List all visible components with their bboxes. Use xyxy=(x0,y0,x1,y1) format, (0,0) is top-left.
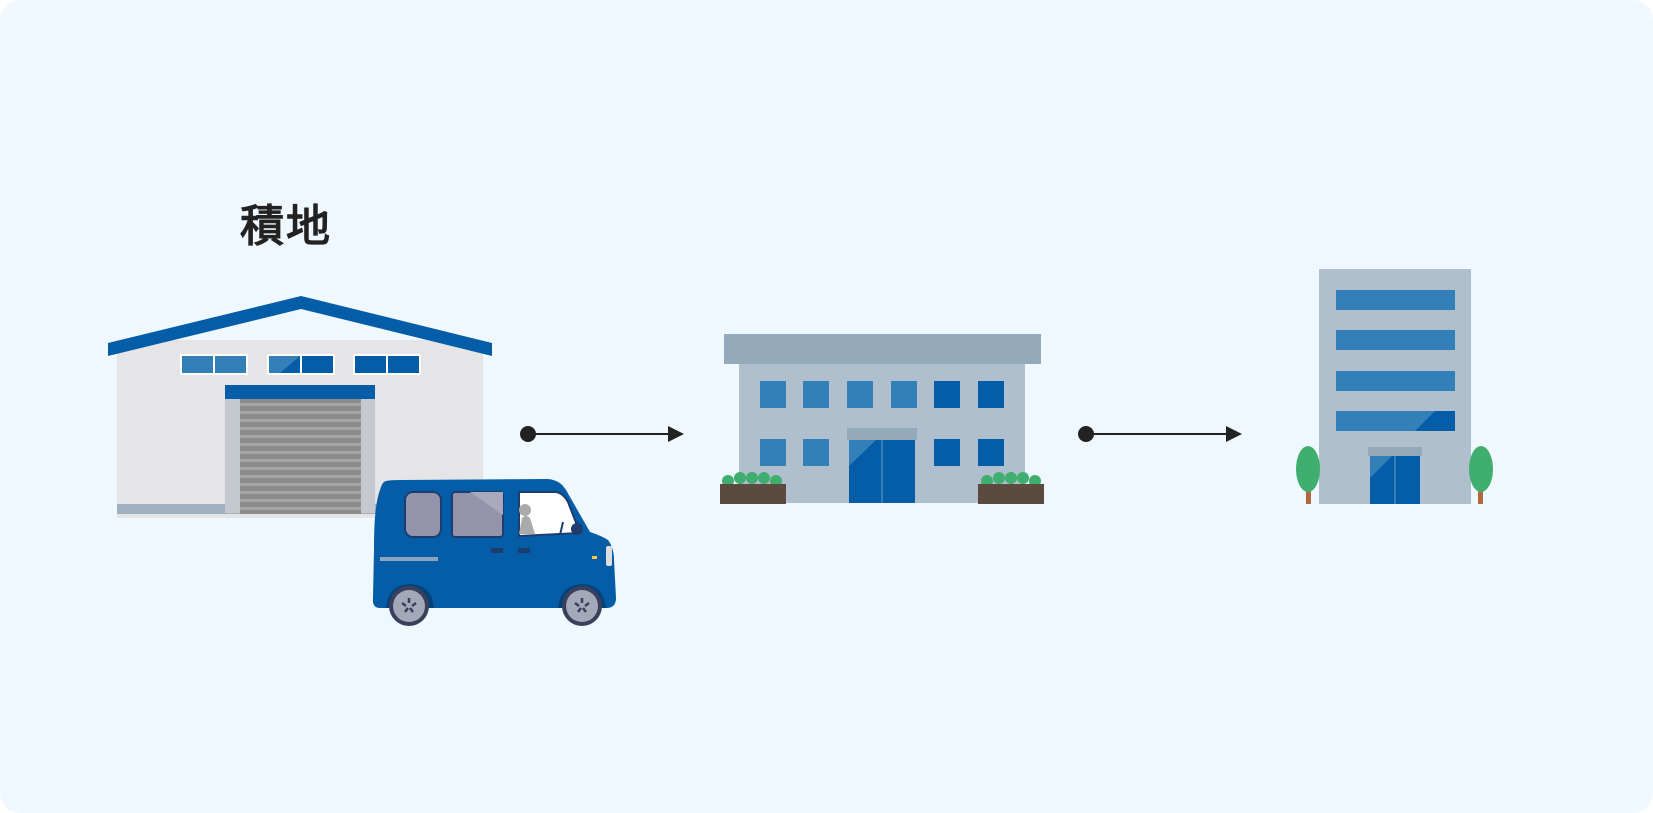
warehouse-shutter xyxy=(240,399,361,514)
office-building-icon xyxy=(720,334,1044,504)
warehouse-icon xyxy=(108,296,492,518)
origin-label: 積地 xyxy=(240,201,332,252)
tree-right-icon xyxy=(1469,446,1493,504)
planter-right xyxy=(978,472,1044,504)
tower-building-icon xyxy=(1296,269,1493,504)
tree-left-icon xyxy=(1296,446,1320,504)
flow-arrow-2 xyxy=(1078,426,1242,442)
flow-arrow-1 xyxy=(520,426,684,442)
van-wheel-front xyxy=(562,586,602,626)
van-wheel-rear xyxy=(389,586,429,626)
delivery-van-icon xyxy=(372,479,616,626)
warehouse-windows xyxy=(180,354,421,375)
planter-left xyxy=(720,472,786,504)
